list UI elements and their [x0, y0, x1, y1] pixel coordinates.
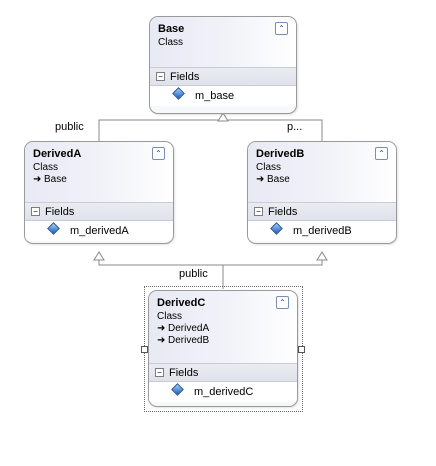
section-label: Fields	[169, 367, 199, 379]
field-diamond-icon	[171, 383, 184, 396]
base-class-name: Base	[267, 174, 290, 185]
class-name: Base	[158, 23, 185, 35]
class-name: DerivedA	[33, 148, 82, 160]
fields-section-header[interactable]: −Fields	[25, 202, 173, 221]
resize-handle-right[interactable]	[298, 346, 305, 353]
connector-label-derivedB: p...	[287, 121, 303, 133]
field-name: m_base	[195, 90, 235, 102]
fields-section-header[interactable]: −Fields	[149, 363, 297, 382]
class-stereotype: Class	[158, 37, 184, 48]
field-name: m_derivedA	[70, 225, 129, 237]
class-name: DerivedC	[157, 297, 206, 309]
inheritance-arrow-icon: ➜	[157, 323, 166, 334]
section-label: Fields	[45, 206, 75, 218]
class-header: DerivedB Class ➜Base ⌃	[248, 142, 396, 202]
inheritance-arrow-icon: ➜	[256, 174, 265, 185]
field-diamond-icon	[172, 87, 185, 100]
fields-section-header[interactable]: −Fields	[248, 202, 396, 221]
class-header: DerivedC Class ➜DerivedA ➜DerivedB ⌃	[149, 291, 297, 363]
minus-icon[interactable]: −	[155, 367, 164, 377]
field-item[interactable]: m_base	[150, 86, 296, 106]
inheritance-item: ➜DerivedB	[157, 335, 289, 347]
base-class-name: Base	[44, 174, 67, 185]
class-name: DerivedB	[256, 148, 305, 160]
class-box-base[interactable]: Base Class ⌃ −Fields m_base	[149, 16, 297, 114]
field-diamond-icon	[270, 222, 283, 235]
double-chevron-up-icon[interactable]: ⌃	[275, 22, 288, 35]
class-header: Base Class ⌃	[150, 17, 296, 67]
field-name: m_derivedC	[194, 386, 254, 398]
connector-derivedB-base	[223, 119, 323, 141]
resize-handle-left[interactable]	[141, 346, 148, 353]
connector-label-derivedA: public	[55, 121, 84, 133]
minus-icon[interactable]: −	[156, 71, 165, 81]
inheritance-item: ➜Base	[256, 174, 388, 186]
class-stereotype: Class	[157, 311, 183, 322]
class-box-derivedA[interactable]: DerivedA Class ➜Base ⌃ −Fields m_derived…	[24, 141, 174, 244]
field-diamond-icon	[47, 222, 60, 235]
connector-label-derivedC: public	[179, 268, 208, 280]
connector-derivedA-base	[98, 119, 224, 141]
double-chevron-up-icon[interactable]: ⌃	[152, 147, 165, 160]
inheritance-arrowhead-derivedA	[93, 251, 105, 261]
field-item[interactable]: m_derivedA	[25, 221, 173, 241]
inheritance-item: ➜DerivedA	[157, 323, 289, 335]
inheritance-item: ➜Base	[33, 174, 165, 186]
field-item[interactable]: m_derivedC	[149, 382, 297, 402]
class-stereotype: Class	[256, 162, 282, 173]
connector-derivedC-derivedB	[223, 258, 323, 266]
section-label: Fields	[268, 206, 298, 218]
field-item[interactable]: m_derivedB	[248, 221, 396, 241]
section-label: Fields	[170, 71, 200, 83]
connector-derivedC-derivedA	[98, 258, 224, 289]
class-box-derivedC[interactable]: DerivedC Class ➜DerivedA ➜DerivedB ⌃ −Fi…	[148, 290, 298, 407]
inheritance-arrowhead-base	[217, 112, 229, 122]
double-chevron-up-icon[interactable]: ⌃	[375, 147, 388, 160]
minus-icon[interactable]: −	[31, 206, 40, 216]
base-class-name: DerivedB	[168, 335, 210, 346]
class-box-derivedB[interactable]: DerivedB Class ➜Base ⌃ −Fields m_derived…	[247, 141, 397, 244]
class-stereotype: Class	[33, 162, 59, 173]
class-header: DerivedA Class ➜Base ⌃	[25, 142, 173, 202]
inheritance-arrow-icon: ➜	[157, 335, 166, 346]
fields-section-header[interactable]: −Fields	[150, 67, 296, 86]
minus-icon[interactable]: −	[254, 206, 263, 216]
inheritance-arrowhead-derivedB	[316, 251, 328, 261]
base-class-name: DerivedA	[168, 323, 210, 334]
inheritance-arrow-icon: ➜	[33, 174, 42, 185]
field-name: m_derivedB	[293, 225, 352, 237]
double-chevron-up-icon[interactable]: ⌃	[276, 296, 289, 309]
